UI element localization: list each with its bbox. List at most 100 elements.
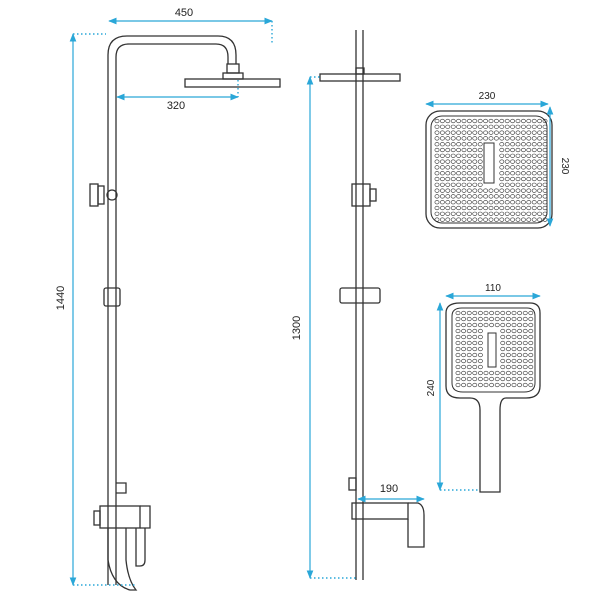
nozzle: [477, 194, 483, 199]
nozzle: [493, 136, 499, 141]
nozzle: [542, 182, 548, 187]
nozzle: [537, 153, 542, 158]
nozzle: [528, 382, 534, 388]
nozzle: [466, 205, 472, 211]
nozzle: [511, 376, 517, 382]
nozzle: [517, 364, 522, 370]
nozzle: [542, 176, 548, 182]
nozzle: [537, 217, 542, 222]
nozzle: [510, 124, 515, 129]
nozzle: [450, 124, 456, 129]
nozzle: [434, 211, 440, 216]
nozzle: [434, 124, 440, 129]
nozzle: [455, 376, 461, 382]
nozzle: [445, 171, 451, 176]
nozzle: [531, 171, 537, 176]
diverter-block: [351, 183, 371, 207]
nozzle: [494, 316, 500, 322]
nozzle: [472, 171, 478, 176]
nozzle: [477, 188, 483, 193]
nozzle: [537, 130, 542, 135]
nozzle: [531, 124, 537, 129]
nozzle: [510, 182, 515, 187]
nozzle: [500, 382, 506, 388]
nozzle: [499, 205, 505, 211]
nozzle: [515, 124, 521, 129]
nozzle: [522, 352, 528, 358]
nozzle: [450, 194, 456, 199]
nozzle: [461, 340, 466, 346]
nozzle: [526, 211, 532, 216]
nozzle: [521, 194, 526, 199]
nozzle: [515, 147, 521, 153]
left-assembly: [89, 35, 281, 591]
nozzle: [434, 194, 440, 199]
nozzle: [537, 188, 542, 193]
nozzle: [504, 136, 510, 141]
nozzle: [522, 316, 528, 322]
dim-240-label: 240: [426, 379, 437, 396]
nozzle: [542, 136, 548, 141]
nozzle: [537, 165, 542, 170]
nozzle: [466, 328, 472, 334]
nozzle: [531, 136, 537, 141]
nozzle: [439, 182, 445, 187]
nozzle: [528, 364, 534, 370]
nozzle: [445, 147, 451, 153]
mixer-cap: [93, 510, 101, 526]
nozzle: [510, 211, 515, 216]
nozzle: [461, 364, 466, 370]
rain-center-mark: [483, 142, 495, 184]
nozzle: [489, 310, 494, 316]
nozzle: [522, 334, 528, 340]
nozzle: [434, 200, 440, 205]
nozzle: [477, 211, 483, 216]
nozzle: [505, 364, 511, 370]
nozzle: [456, 153, 461, 158]
nozzle: [455, 328, 461, 334]
nozzle: [542, 194, 548, 199]
nozzle: [504, 165, 510, 170]
nozzle: [505, 346, 511, 352]
diverter-button: [369, 188, 377, 202]
nozzle: [499, 136, 505, 141]
nozzle: [461, 217, 467, 222]
nozzle: [488, 188, 494, 193]
nozzle: [499, 142, 505, 147]
nozzle: [472, 370, 478, 376]
nozzle: [521, 217, 526, 222]
nozzle: [466, 124, 472, 129]
nozzle: [528, 334, 534, 340]
nozzle: [472, 159, 478, 164]
dim-230-height-label: 230: [559, 158, 570, 175]
nozzle: [450, 147, 456, 153]
nozzle: [434, 205, 440, 211]
nozzle: [434, 176, 440, 182]
nozzle: [434, 153, 440, 158]
nozzle: [445, 188, 451, 193]
nozzle: [505, 376, 511, 382]
nozzle: [522, 340, 528, 346]
nozzle: [542, 124, 548, 129]
nozzle: [515, 176, 521, 182]
nozzle: [477, 142, 483, 147]
nozzle: [461, 205, 467, 211]
nozzle: [483, 136, 488, 141]
nozzle: [483, 217, 488, 222]
nozzle: [537, 176, 542, 182]
nozzle: [504, 211, 510, 216]
nozzle: [477, 159, 483, 164]
nozzle: [461, 211, 467, 216]
nozzle: [477, 165, 483, 170]
nozzle: [522, 346, 528, 352]
nozzle: [537, 211, 542, 216]
nozzle: [434, 147, 440, 153]
wall-bracket: [103, 287, 121, 307]
nozzle: [477, 316, 483, 322]
nozzle: [521, 211, 526, 216]
nozzle: [515, 153, 521, 158]
nozzle: [526, 171, 532, 176]
nozzle: [483, 211, 488, 216]
nozzle: [456, 159, 461, 164]
nozzle: [434, 142, 440, 147]
